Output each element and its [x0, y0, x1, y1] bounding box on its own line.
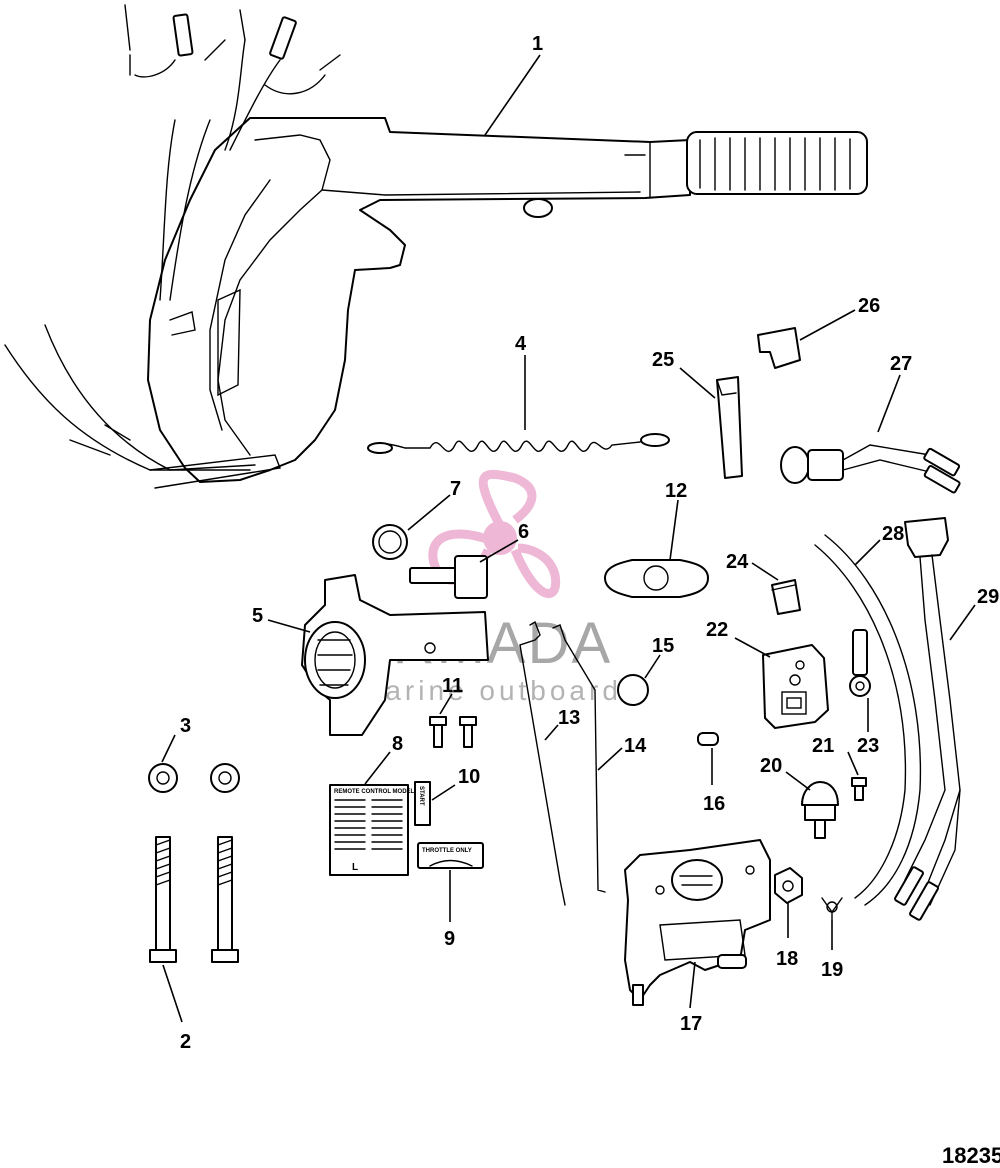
primer-bulb-part: [801, 781, 839, 839]
callout-10: 10: [458, 766, 480, 788]
callout-17: 17: [680, 1013, 702, 1035]
small-clip-part: [697, 732, 719, 746]
carburetor-part: [624, 839, 771, 1006]
callout-14: 14: [624, 735, 647, 757]
callout-13-leader: [544, 724, 559, 741]
bolts-part: [149, 836, 239, 963]
callout-3: 3: [180, 715, 191, 737]
oring-part: [372, 524, 408, 560]
callout-8: 8: [392, 733, 403, 755]
callout-15: 15: [652, 635, 674, 657]
callout-8-leader: [364, 751, 391, 785]
callout-1: 1: [532, 33, 543, 55]
screws-part: [429, 716, 477, 748]
callout-20: 20: [760, 755, 782, 777]
link-rod-14-part: [552, 624, 606, 893]
callout-22-leader: [734, 637, 771, 658]
callout-7: 7: [450, 478, 461, 500]
wire-harness-part: [894, 517, 961, 921]
callout-28-leader: [854, 539, 881, 566]
switch-part: [780, 444, 961, 494]
callout-27: 27: [890, 353, 912, 375]
callout-21-leader: [847, 751, 859, 776]
callout-21: 21: [812, 735, 834, 757]
callout-6-leader: [479, 539, 519, 563]
callout-2-leader: [162, 964, 183, 1023]
callout-5: 5: [252, 605, 263, 627]
nut-part: [774, 867, 803, 904]
callout-22: 22: [706, 619, 728, 641]
terminal-part: [849, 629, 871, 697]
callout-25-leader: [679, 367, 716, 399]
callout-20-leader: [785, 771, 811, 791]
decal-10-text: START: [418, 786, 424, 806]
decal-10-part: START: [414, 781, 431, 826]
plunger-part: [409, 555, 488, 599]
callout-6: 6: [518, 521, 529, 543]
hose-part: [814, 534, 922, 906]
callout-23: 23: [857, 735, 879, 757]
callout-3-leader: [161, 734, 176, 763]
callout-12-leader: [669, 499, 679, 561]
callout-19: 19: [821, 959, 843, 981]
callout-26-leader: [799, 309, 856, 341]
callout-24: 24: [726, 551, 749, 573]
callout-28: 28: [882, 523, 904, 545]
callout-27-leader: [877, 374, 901, 433]
callout-29-leader: [949, 604, 976, 641]
decal-8-title: REMOTE CONTROL MODEL: [334, 789, 415, 795]
callout-2: 2: [180, 1031, 191, 1053]
callout-1-leader: [484, 54, 541, 136]
callout-17-leader: [689, 961, 696, 1009]
decal-8-letter: L: [352, 862, 358, 873]
lever-part: [716, 376, 743, 479]
figure-id: 18235: [942, 1143, 1000, 1168]
callout-10-leader: [431, 784, 456, 801]
callout-15-leader: [644, 654, 661, 679]
grommet-plate-part: [762, 644, 829, 729]
washers-part: [148, 763, 240, 793]
callout-13: 13: [558, 707, 580, 729]
small-screw-part: [851, 777, 867, 801]
lanyard-part: [367, 433, 670, 454]
callout-7-leader: [407, 494, 451, 531]
hose-clamp-part: [821, 897, 843, 921]
throttle-assembly-part: [301, 574, 489, 736]
gasket-part: [604, 559, 709, 598]
propeller-hub-icon: [483, 521, 517, 555]
callout-5-leader: [267, 619, 311, 633]
callout-18: 18: [776, 948, 798, 970]
callout-24-leader: [751, 562, 779, 581]
link-rod-13-part: [519, 620, 566, 906]
callout-16: 16: [703, 793, 725, 815]
callout-29: 29: [977, 586, 999, 608]
plug-part: [617, 674, 649, 706]
watermark: ARMADA marine outboards: [352, 469, 640, 706]
block-part: [771, 579, 801, 615]
decal-9-text: THROTTLE ONLY: [422, 848, 472, 854]
decal-9-part: THROTTLE ONLY: [417, 842, 484, 869]
callout-12: 12: [665, 480, 687, 502]
callout-9: 9: [444, 928, 455, 950]
callout-14-leader: [597, 747, 623, 771]
clip-part: [757, 327, 801, 369]
callout-4: 4: [515, 333, 527, 355]
watermark-tagline: marine outboards: [358, 675, 640, 706]
decal-8-part: REMOTE CONTROL MODEL L: [329, 784, 415, 876]
tiller-handle-part: [4, 4, 868, 489]
callout-26: 26: [858, 295, 880, 317]
callout-25: 25: [652, 349, 674, 371]
callout-11: 11: [442, 675, 463, 697]
callout-11-leader: [439, 693, 453, 715]
